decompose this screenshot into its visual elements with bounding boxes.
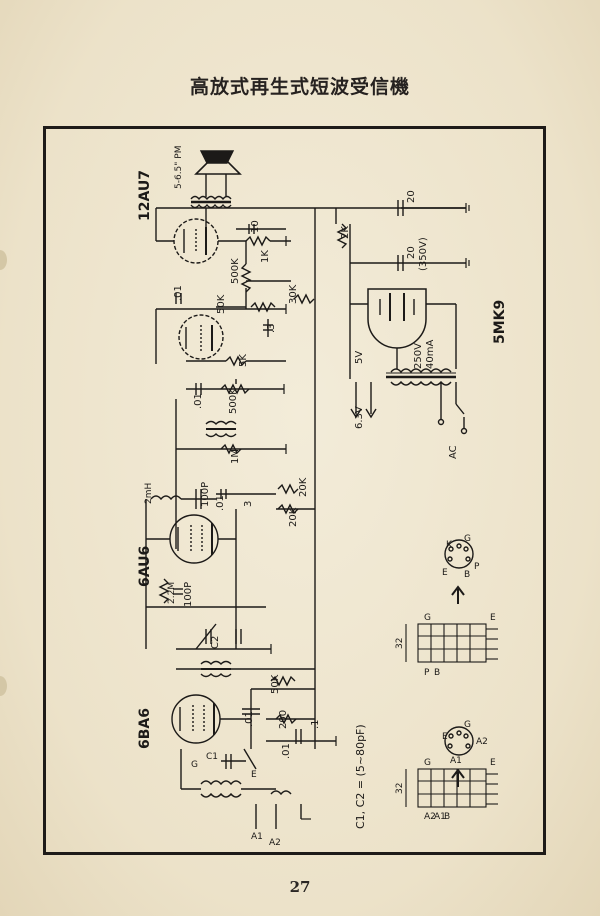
component-label: 30K — [288, 284, 299, 304]
power-label: AC — [448, 445, 459, 459]
binding-hole — [0, 676, 7, 696]
power-label: 20 — [406, 246, 417, 259]
component-label: 200 — [278, 710, 289, 729]
binding-hole — [0, 250, 7, 270]
circuit-schematic: 12AU7 6AU6 6BA6 5MK9 5-6.5" PM 10 1K 500… — [137, 146, 508, 848]
coil-label: B — [444, 812, 450, 822]
power-label: 5V — [354, 351, 365, 364]
power-label: 250V — [413, 343, 424, 369]
component-label: .3 — [266, 323, 277, 333]
coil-label: 32 — [395, 638, 405, 649]
component-label: 500K — [228, 388, 239, 414]
component-label: .01 — [281, 743, 292, 759]
pin-label: P — [474, 562, 480, 572]
tube-label-12au7: 12AU7 — [137, 170, 153, 221]
coil-label: G — [424, 613, 431, 623]
component-label: 20K — [298, 477, 309, 497]
coil-label: A2 — [424, 812, 436, 822]
coil-label: A1 — [434, 812, 446, 822]
schematic-frame — [43, 126, 546, 855]
component-label: 2.2M — [167, 582, 177, 604]
pin-label: G — [464, 534, 471, 544]
antenna-label: G — [191, 760, 198, 770]
component-label: .01 — [244, 711, 255, 727]
pin-label: G — [464, 720, 471, 730]
capacitor-formula: C1, C2 = (5~80pF) — [354, 724, 367, 829]
speaker-label: 5-6.5" PM — [174, 146, 184, 189]
antenna-label: A1 — [251, 832, 263, 842]
coil-label: B — [434, 668, 440, 678]
antenna-label: A2 — [269, 838, 281, 848]
power-label: 40mA — [425, 340, 436, 369]
component-label: 3 — [243, 501, 254, 507]
pin-label: A1 — [450, 756, 462, 766]
tube-label-6ba6: 6BA6 — [137, 708, 153, 749]
component-label: 100P — [183, 582, 194, 607]
pin-label: E — [442, 732, 448, 742]
component-label: C2 — [210, 636, 221, 649]
coil-label: G — [424, 758, 431, 768]
power-label: 2K — [340, 226, 351, 239]
coil-label: P — [424, 668, 430, 678]
pin-label: B — [464, 570, 470, 580]
component-label: 2mH — [144, 483, 154, 504]
power-label: (350V) — [418, 237, 429, 271]
component-label: 10 — [250, 220, 261, 233]
power-label: 6.3V — [354, 406, 365, 429]
pin-label: A2 — [476, 737, 488, 747]
pin-label: K — [446, 540, 453, 550]
component-label: 5K — [238, 354, 249, 367]
coil-label: E — [490, 758, 496, 768]
page-title: 高放式再生式短波受信機 — [189, 76, 410, 98]
component-label: 500K — [230, 258, 241, 284]
component-label: .01 — [215, 495, 226, 511]
antenna-label: C1 — [206, 752, 218, 762]
coil-label: 32 — [395, 783, 405, 794]
power-label: 20 — [406, 190, 417, 203]
coil-label: E — [490, 613, 496, 623]
component-label: .1 — [310, 719, 321, 729]
component-label: 1M — [230, 449, 241, 464]
tube-label-6au6: 6AU6 — [137, 546, 153, 587]
component-label: 50K — [216, 294, 227, 314]
component-label: .01 — [193, 393, 204, 409]
page-number: 27 — [289, 878, 311, 896]
antenna-label: E — [251, 770, 257, 780]
component-label: 20K — [288, 507, 299, 527]
component-label: 1K — [260, 250, 271, 263]
component-label: 50K — [270, 674, 281, 694]
pin-label: E — [442, 568, 448, 578]
tube-label-5mk9: 5MK9 — [492, 300, 508, 344]
component-label: .01 — [173, 285, 184, 301]
component-label: 100P — [200, 482, 211, 507]
